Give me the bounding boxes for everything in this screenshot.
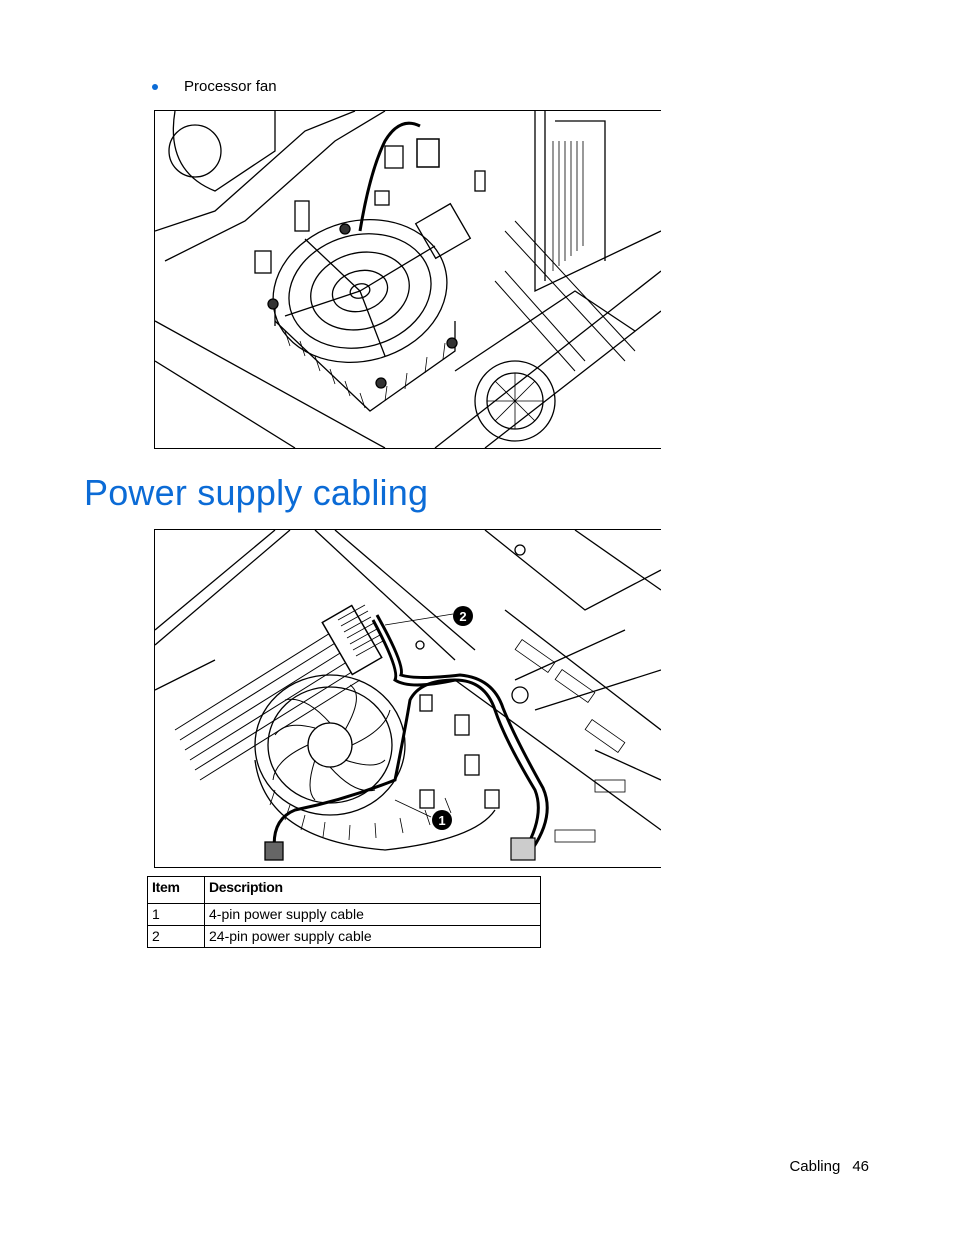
page-footer: Cabling 46 <box>789 1158 869 1175</box>
item-cell: 2 <box>147 925 205 948</box>
table-row: 1 4-pin power supply cable <box>147 903 541 926</box>
callout-2: 2 <box>453 606 473 626</box>
description-cell: 4-pin power supply cable <box>204 903 541 926</box>
callout-1: 1 <box>432 810 452 830</box>
column-header-item: Item <box>147 876 205 904</box>
cable-items-table: Item Description 1 4-pin power supply ca… <box>147 876 541 948</box>
description-cell: 24-pin power supply cable <box>204 925 541 948</box>
bullet-icon <box>152 84 158 90</box>
section-title: Power supply cabling <box>84 472 429 513</box>
power-supply-cabling-illustration: 2 1 <box>154 529 661 868</box>
bullet-item: Processor fan <box>152 78 277 95</box>
item-cell: 1 <box>147 903 205 926</box>
table-header-row: Item Description <box>147 876 541 904</box>
processor-fan-illustration <box>154 110 661 449</box>
table-row: 2 24-pin power supply cable <box>147 925 541 948</box>
column-header-description: Description <box>204 876 541 904</box>
bullet-text: Processor fan <box>184 78 277 95</box>
page-number: 46 <box>852 1158 869 1175</box>
footer-section: Cabling <box>789 1158 841 1175</box>
